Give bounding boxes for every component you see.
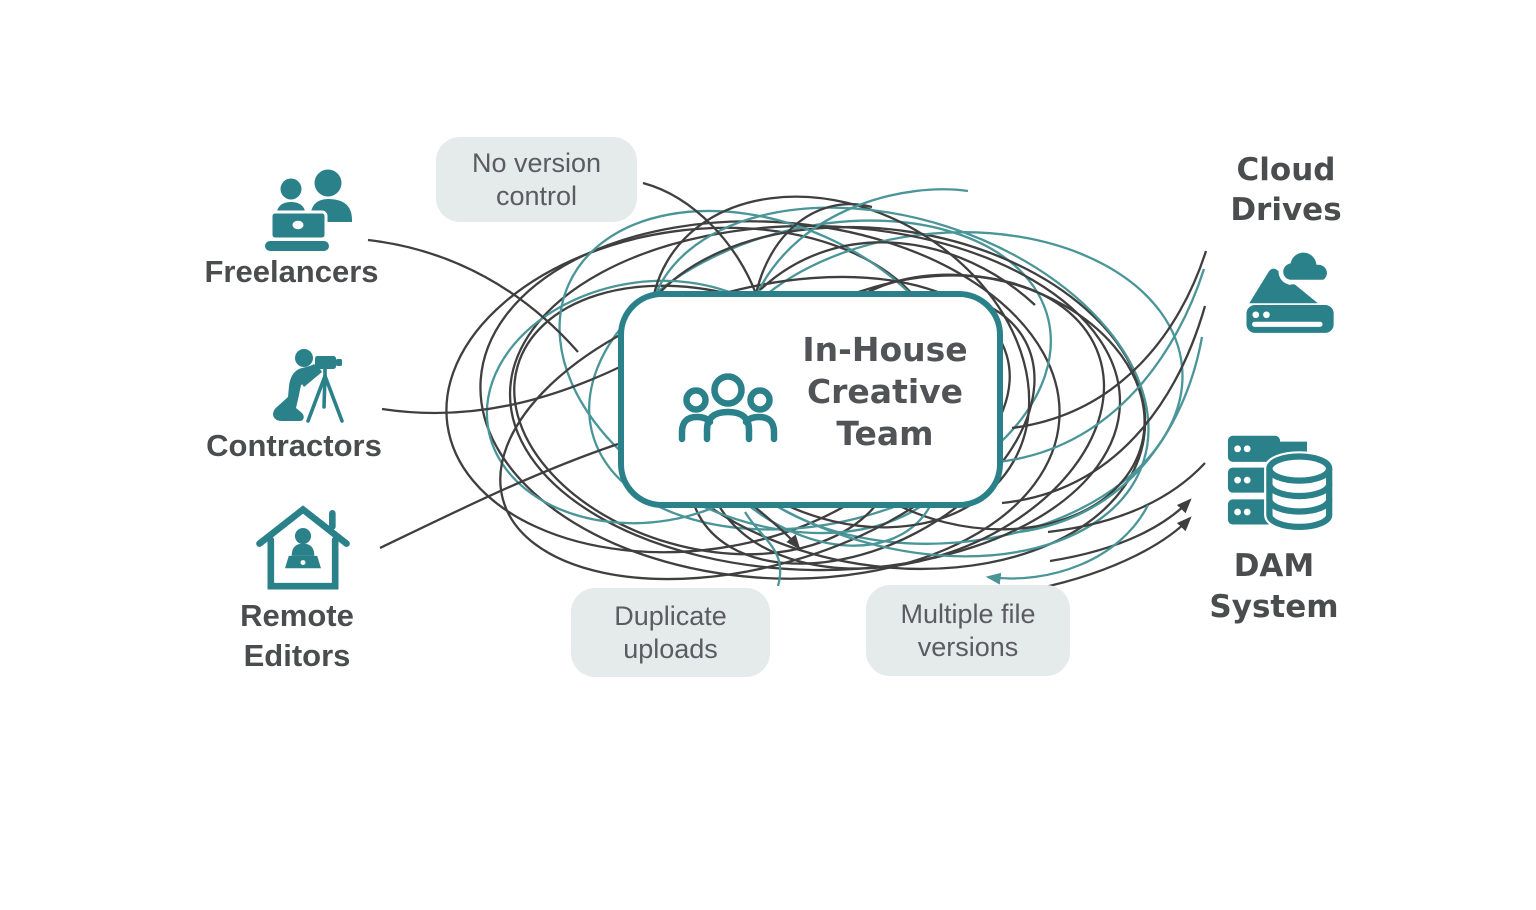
in-house-team-box: In-House Creative Team xyxy=(618,291,1003,508)
remote-editors-label-line2: Editors xyxy=(243,638,351,673)
badge-no-version-control-line1: No version xyxy=(471,147,602,178)
freelancers-icon xyxy=(265,169,352,251)
dam-system-label-line1: DAM xyxy=(1233,548,1315,584)
cloud-connector-4 xyxy=(1011,336,1204,535)
remote-editors-label: Remote Editors xyxy=(197,596,397,676)
badge-multiple-file-versions: Multiple file versions xyxy=(866,585,1070,676)
team-title-line3: Team xyxy=(836,414,934,453)
dam-system-label-line2: System xyxy=(1209,589,1339,625)
contractors-connector xyxy=(381,364,623,415)
badge-duplicate-uploads-line2: uploads xyxy=(623,633,718,664)
dam-system-icon xyxy=(1227,435,1335,533)
contractors-label: Contractors xyxy=(206,428,382,463)
tangle-connectors xyxy=(367,238,1208,591)
badge-multiple-file-versions-line1: Multiple file xyxy=(900,598,1036,629)
team-box-title: In-House Creative Team xyxy=(774,329,996,455)
freelancers-connector xyxy=(367,238,579,353)
remote-editors-label-line1: Remote xyxy=(240,598,354,633)
badge-no-version-control-line2: control xyxy=(495,180,578,211)
badge-duplicate-uploads: Duplicate uploads xyxy=(571,588,770,677)
team-title-line1: In-House xyxy=(802,330,968,369)
badge-duplicate-uploads-line1: Duplicate xyxy=(614,600,727,631)
arrow-to-multiple-versions xyxy=(985,504,1150,585)
dam-connector-plain xyxy=(1047,462,1206,534)
cloud-connector-3 xyxy=(1001,305,1207,505)
teal-tail-curve xyxy=(744,511,782,587)
arrow-to-dam-1 xyxy=(1049,498,1192,563)
badge-no-version-control: No version control xyxy=(436,137,637,222)
cloud-connector-2 xyxy=(997,268,1206,464)
cloud-connector-1 xyxy=(1011,250,1208,430)
badge-multiple-file-versions-line2: versions xyxy=(917,631,1019,662)
arrow-to-dam-2 xyxy=(1035,516,1192,591)
remote-editors-connector xyxy=(379,442,619,550)
remote-editors-icon xyxy=(256,505,350,590)
freelancers-label: Freelancers xyxy=(204,254,379,289)
team-people-icon xyxy=(678,373,778,443)
contractors-icon xyxy=(273,349,344,423)
team-title-line2: Creative xyxy=(806,372,964,411)
cloud-drives-label-line2: Drives xyxy=(1230,192,1342,228)
cloud-drives-icon xyxy=(1246,248,1334,333)
cloud-drives-label-line1: Cloud xyxy=(1236,152,1336,188)
dam-system-label: DAM System xyxy=(1174,546,1374,628)
cloud-drives-label: Cloud Drives xyxy=(1186,150,1386,230)
